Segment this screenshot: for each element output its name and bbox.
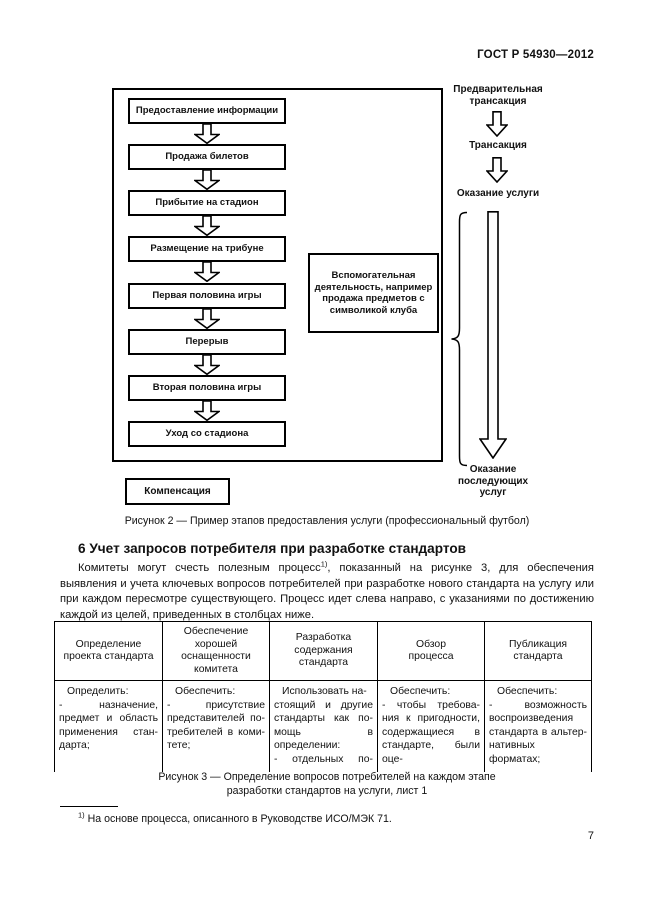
down-arrow-icon [485,111,509,138]
auxiliary-activity-box: Вспомогательная деятельность, например п… [308,253,439,333]
flow-step-box: Перерыв [128,329,286,355]
service-brace-icon [450,211,468,472]
footnote-divider [60,806,118,807]
down-arrow-icon [192,261,222,283]
stage-label-transaction: Трансакция [469,140,527,151]
flow-step-box: Предоставление информации [128,98,286,124]
figure-3-caption-line1: Рисунок 3 — Определение вопросов потреби… [158,771,496,783]
table-cell: Обеспечить:- чтобы требова-ния к пригодн… [378,681,485,772]
footnote-reference: 1) [320,559,328,569]
document-header: ГОСТ Р 54930—2012 [477,49,594,61]
paragraph-text: Комитеты могут счесть полезным процесс [78,562,321,574]
down-arrow-icon [192,123,222,145]
section-6-paragraph: Комитеты могут счесть полезным процесс1)… [60,559,594,623]
down-arrow-icon [485,157,509,184]
section-6-title: 6 Учет запросов потребителя при разработ… [78,541,467,556]
flow-step-box: Размещение на трибуне [128,236,286,262]
flow-step-box: Вторая половина игры [128,375,286,401]
flow-step-box: Прибытие на стадион [128,190,286,216]
paragraph-text: , показанный на рисунке 3, для обеспечен… [60,562,594,621]
flow-step-box: Продажа билетов [128,144,286,170]
followup-arrow-icon [478,211,508,464]
flow-step-box: Уход со стадиона [128,421,286,447]
page-number: 7 [587,830,594,842]
flow-step-box: Первая половина игры [128,283,286,309]
flowchart-outer-box [112,88,443,462]
compensation-box: Компенсация [125,478,230,505]
down-arrow-icon [192,215,222,237]
stage-label-service: Оказание услуги [456,188,540,199]
down-arrow-icon [192,400,222,422]
footnote-marker: 1) [78,810,85,820]
figure-2-caption: Рисунок 2 — Пример этапов предоставления… [124,515,530,527]
down-arrow-icon [192,308,222,330]
stage-label-followup-services: Оказание последующих услуг [457,464,529,498]
figure-3-caption: Рисунок 3 — Определение вопросов потреби… [60,770,594,798]
footnote-text: На основе процесса, описанного в Руковод… [87,813,392,825]
table-cell: Определить:- назначение,предмет и област… [55,681,163,772]
stage-label-pre-transaction: Предварительная трансакция [453,84,543,107]
down-arrow-icon [192,354,222,376]
footnote: 1) На основе процесса, описанного в Руко… [60,810,594,825]
down-arrow-icon [192,169,222,191]
figure-3-caption-line2: разработки стандартов на услуги, лист 1 [226,785,428,797]
